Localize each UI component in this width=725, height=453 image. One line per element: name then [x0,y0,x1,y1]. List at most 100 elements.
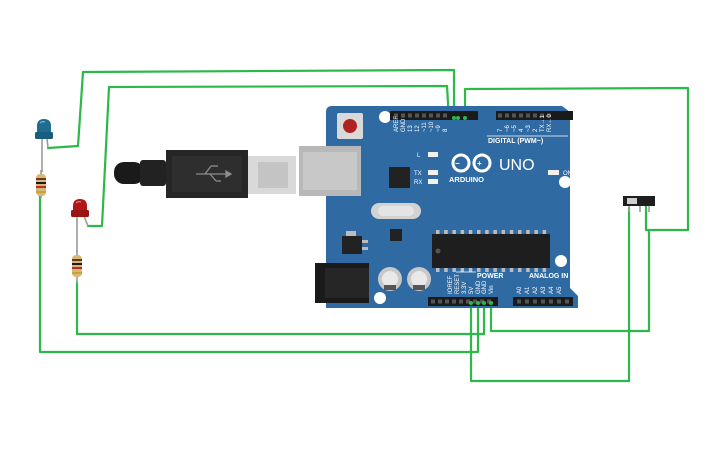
led-base [35,132,53,139]
resistor-blue-led[interactable] [36,170,46,198]
led-on [548,170,559,175]
header-pin[interactable] [436,113,440,118]
led-dome [37,119,51,132]
led-highlight [39,121,46,124]
header-pin[interactable] [526,113,530,118]
svg-text:+: + [477,159,482,168]
header-pin[interactable] [429,113,433,118]
slide-switch[interactable] [623,196,655,212]
analog-pin-label: A5 [557,286,563,294]
svg-text:−: − [455,159,460,168]
led-leg-anode [46,137,49,149]
wire-blue-led-to-pin13[interactable] [46,68,456,150]
header-pin[interactable] [517,299,521,304]
power-pin-label: 5V [469,287,475,294]
digital-pin-label: 2 [533,128,539,132]
reset-button[interactable] [337,113,363,139]
digital-pin-label: GND [401,118,407,132]
digital-pin-label: ~6 [505,124,511,132]
header-pin[interactable] [443,113,447,118]
header-pin[interactable] [525,299,529,304]
digital-pin-label: ~10 [429,121,435,132]
header-pin[interactable] [541,299,545,304]
led-base [71,210,89,217]
capacitor [378,267,402,291]
header-pin[interactable] [533,299,537,304]
header-pin[interactable] [438,299,442,304]
header-pin[interactable] [415,113,419,118]
digital-pin-label: TX→1 [540,114,546,132]
header-pin[interactable] [540,113,544,118]
resistor-red-led[interactable] [72,250,82,284]
wire-blue-resistor-to-gnd[interactable] [38,194,480,354]
wires [38,68,690,383]
small-chip [390,229,402,241]
power-pin-label: 3.3V [462,282,468,294]
header-pin[interactable] [505,113,509,118]
usb-chip [389,167,410,188]
header-pin[interactable] [549,299,553,304]
led-l [428,152,438,157]
header-pin[interactable] [459,299,463,304]
led-tx-label: TX [414,171,422,177]
power-pin-label: Vin [489,285,495,294]
wire-pin9-to-switch[interactable] [463,86,690,232]
header-pin[interactable] [394,113,398,118]
header-pin[interactable] [401,113,405,118]
header-pin[interactable] [512,113,516,118]
led-dome [73,199,87,210]
analog-pin-label: A3 [541,286,547,294]
board-model: UNO [499,157,535,174]
header-pin[interactable] [422,113,426,118]
digital-pin-label: ~9 [436,124,442,132]
header-pin[interactable] [408,113,412,118]
header-pin[interactable] [431,299,435,304]
analog-pin-label: A2 [533,286,539,294]
logo-text: ARDUINO [449,175,484,184]
led-on-label: ON [563,171,572,177]
atmega-chip [432,230,550,272]
capacitor [407,267,431,291]
digital-pin-label: ~11 [422,122,428,132]
led-l-label: L [417,153,421,159]
header-pin[interactable] [557,299,561,304]
cable-strain-relief [114,162,144,184]
digital-pin-label: 8 [443,128,449,132]
wire-5v-to-switch[interactable] [469,206,631,383]
usb-symbol-icon [196,165,233,182]
digital-pin-label: ~3 [526,124,532,132]
usb-cable[interactable] [114,150,296,198]
digital-pin-label: RX←0 [547,114,553,132]
wire-endpoints [452,116,493,305]
blue-led[interactable] [35,119,53,172]
digital-pin-label: 7 [498,128,504,132]
header-pin[interactable] [466,299,470,304]
wire-red-resistor-to-gnd[interactable] [75,280,486,336]
header-pin[interactable] [519,113,523,118]
digital-label: DIGITAL (PWM~) [488,138,543,145]
digital-header-pins [394,113,551,118]
header-pin[interactable] [547,113,551,118]
power-analog-pins [431,299,569,304]
switch-slider[interactable] [627,198,637,204]
mount-hole [374,292,386,304]
digital-pin-label: 13 [408,125,414,132]
voltage-regulator [342,236,362,254]
led-leg-anode [83,215,89,227]
digital-pin-label: ~5 [512,124,518,132]
header-pin[interactable] [498,113,502,118]
red-led[interactable] [71,199,89,252]
mount-hole [555,255,567,267]
header-pin[interactable] [473,299,477,304]
header-pin[interactable] [445,299,449,304]
header-pin[interactable] [533,113,537,118]
header-pin[interactable] [565,299,569,304]
header-pin[interactable] [487,299,491,304]
mount-hole [379,111,391,123]
header-pin[interactable] [480,299,484,304]
header-pin[interactable] [452,299,456,304]
wire-gnd-to-switch[interactable] [489,229,651,333]
